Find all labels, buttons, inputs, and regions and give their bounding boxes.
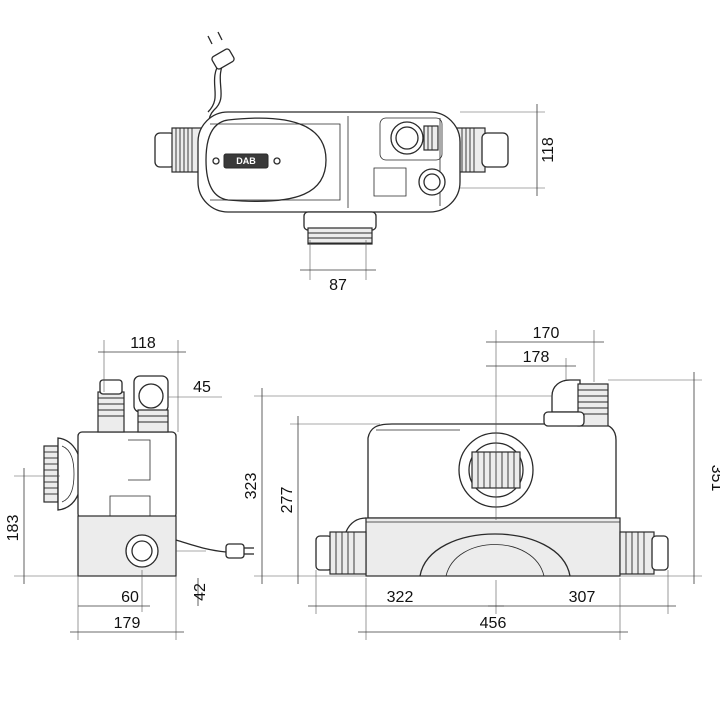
dim-front-323: 323 (243, 388, 552, 584)
left-inlet-pipe (154, 127, 203, 173)
dim-side-179: 179 (70, 576, 184, 640)
dim-label: 87 (329, 277, 347, 294)
top-inlet-port (379, 117, 443, 161)
side-power-cord (175, 539, 227, 553)
top-outlet-pipe (303, 211, 377, 245)
side-upper-body (77, 431, 177, 519)
dim-label: 60 (121, 589, 139, 606)
dim-label: 183 (5, 515, 22, 542)
dim-front-456: 456 (358, 578, 628, 640)
side-outlet-pipe (43, 437, 83, 511)
dim-label: 456 (480, 615, 507, 632)
dim-label: 170 (533, 325, 560, 342)
side-top-port (133, 375, 169, 433)
dim-label: 42 (192, 583, 209, 601)
dab-logo-text: DAB (236, 156, 256, 166)
dim-side-42: 42 (176, 550, 209, 606)
dim-label: 307 (569, 589, 596, 606)
dim-side-60: 60 (78, 570, 150, 612)
front-view: 170 178 323 277 351 (243, 325, 720, 640)
power-plug (207, 31, 235, 70)
dim-label: 118 (540, 137, 557, 163)
dim-label: 179 (114, 615, 141, 632)
dim-top-height: 118 (460, 104, 557, 196)
dim-side-width: 118 (98, 335, 186, 432)
front-right-inlet (619, 531, 669, 575)
side-power-plug (225, 543, 254, 559)
dim-front-277: 277 (279, 416, 380, 584)
dim-label: 322 (387, 589, 414, 606)
side-lower-inlet (125, 534, 159, 568)
dim-label: 351 (708, 465, 720, 492)
top-secondary-port (373, 167, 446, 197)
dim-front-351: 351 (608, 372, 720, 584)
motor-housing (205, 117, 327, 202)
dim-label: 118 (130, 335, 156, 352)
dim-front-307: 307 (488, 570, 676, 614)
dim-label: 323 (243, 473, 260, 500)
top-view: DAB (154, 31, 557, 294)
front-tank-arch (419, 533, 571, 577)
dim-label: 45 (193, 379, 211, 396)
dim-top-outlet: 87 (300, 240, 376, 294)
dim-front-178: 178 (486, 349, 576, 380)
front-lower-tank (365, 517, 621, 577)
front-left-inlet (315, 517, 367, 575)
dim-label: 277 (279, 487, 296, 514)
side-top-inlet (97, 379, 125, 433)
dim-label: 178 (523, 349, 550, 366)
dim-front-322: 322 (308, 570, 504, 614)
side-view: 118 45 183 60 42 179 (5, 335, 254, 640)
dim-front-170: 170 (486, 325, 604, 520)
dim-side-inlet: 45 (168, 379, 222, 398)
right-inlet-pipe (454, 127, 509, 173)
dim-side-183: 183 (5, 468, 80, 584)
front-top-inlet (543, 379, 609, 427)
dab-logo: DAB (212, 153, 281, 169)
